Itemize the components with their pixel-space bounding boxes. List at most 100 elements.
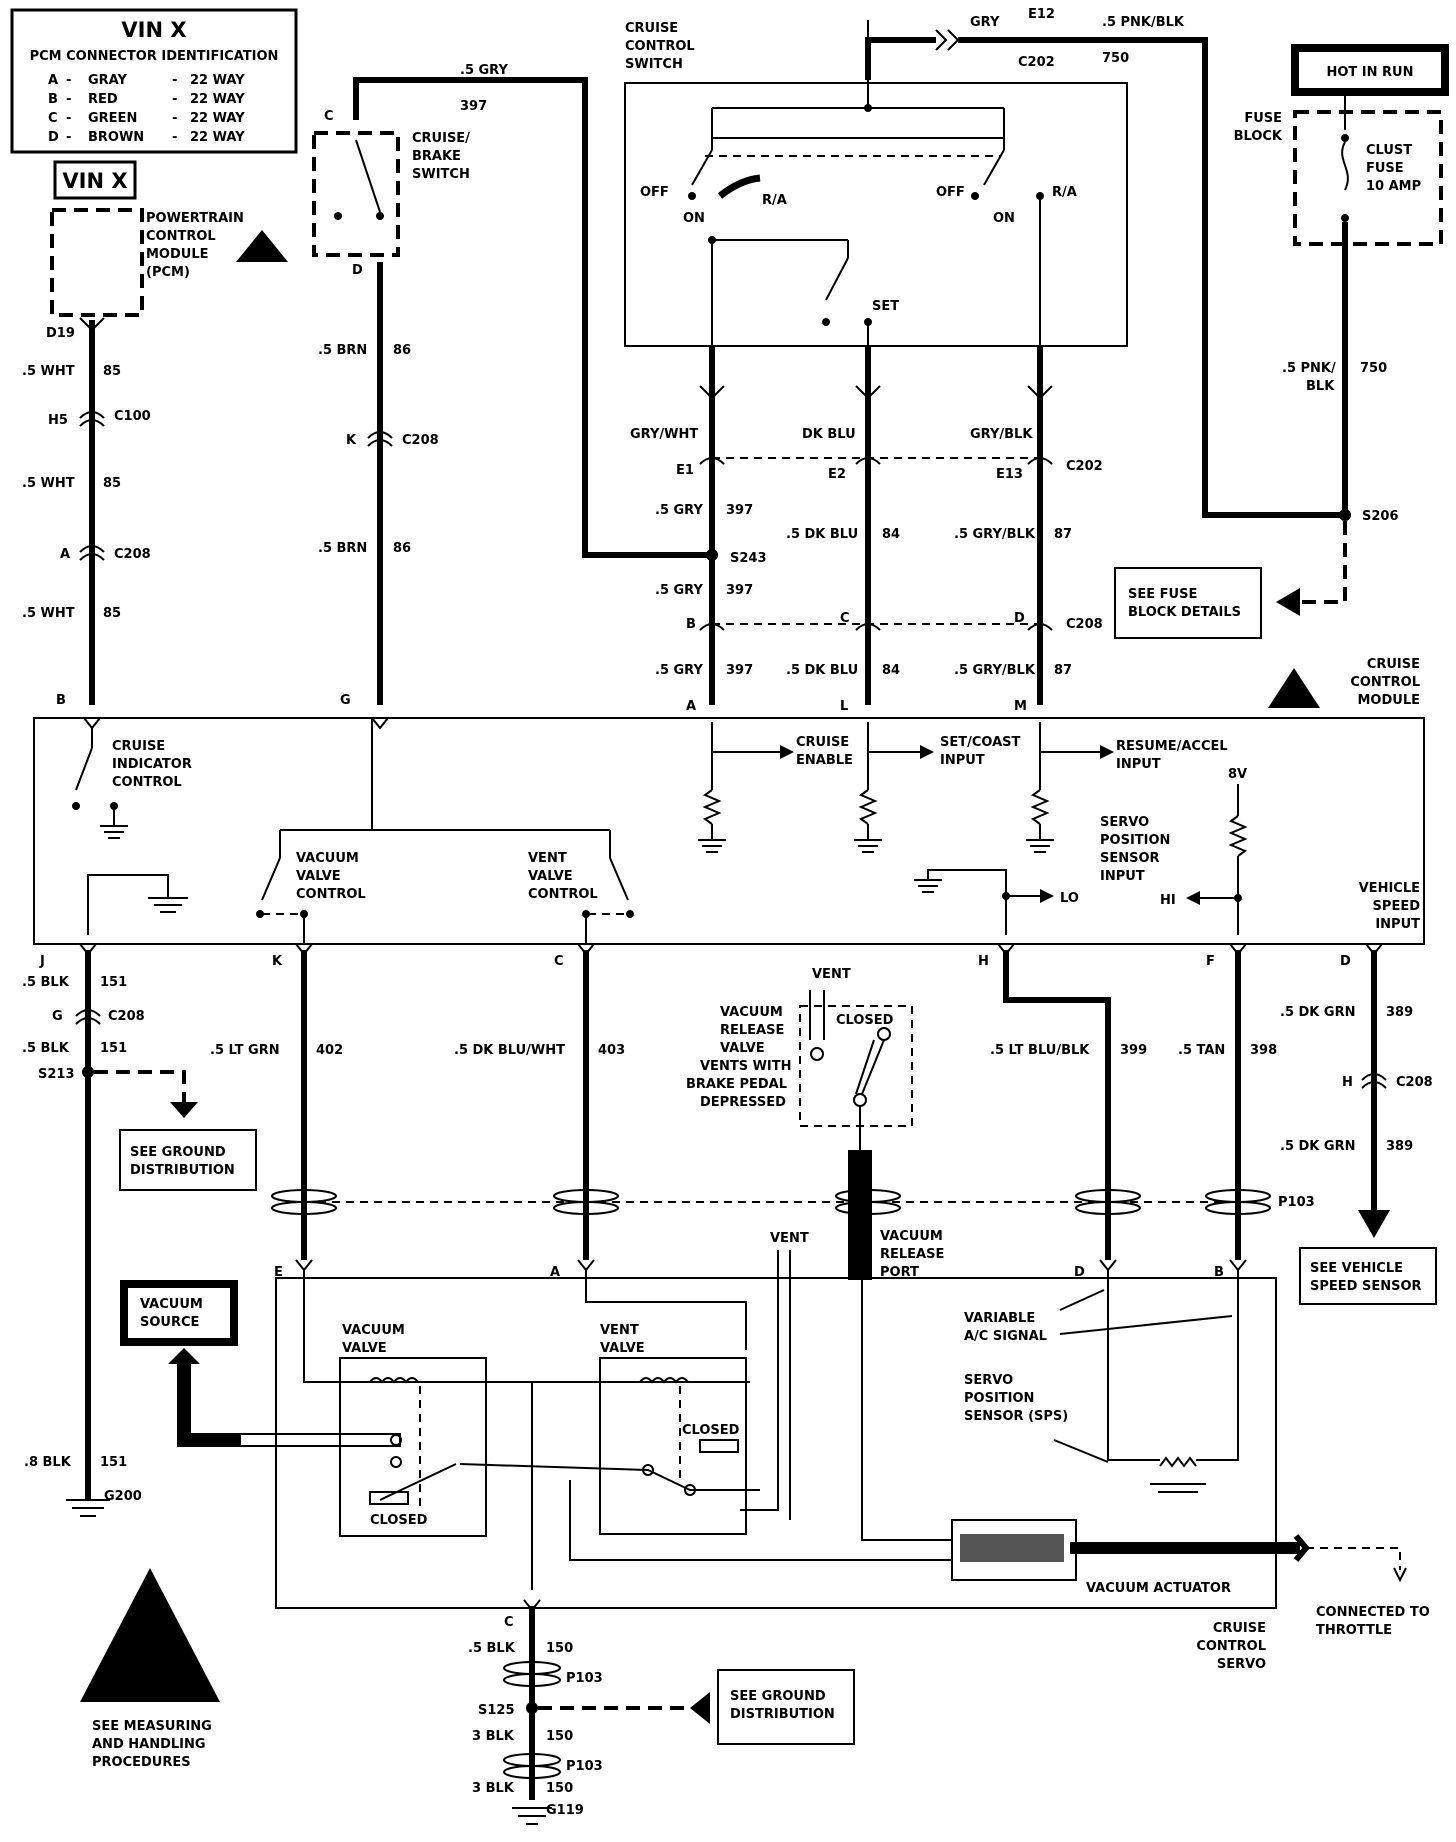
pcm-connector-id-table: VIN X PCM CONNECTOR IDENTIFICATION A - G…	[10, 8, 298, 154]
pin-label: J	[39, 954, 45, 969]
ground-icon	[148, 897, 188, 913]
splice-label: S243	[730, 551, 767, 566]
pin-label: D	[1074, 1265, 1085, 1280]
ref-label: DISTRIBUTION	[730, 1707, 835, 1722]
wire-label: .5 LT GRN	[210, 1043, 280, 1058]
valve-label: VENT	[812, 967, 851, 982]
circuit-number: 86	[393, 343, 411, 358]
wire-label: .5 LT BLU/BLK	[990, 1043, 1090, 1058]
actuator-label: VACUUM ACTUATOR	[1086, 1581, 1231, 1596]
input-resistor-m	[1026, 722, 1114, 853]
circuit-number: 397	[726, 663, 753, 678]
ref-label: THROTTLE	[1316, 1623, 1392, 1638]
connector-label: C208	[1396, 1075, 1433, 1090]
pin-label: A	[60, 547, 70, 562]
circuit-number: 85	[103, 476, 121, 491]
pcm-id-letter: D	[48, 130, 59, 145]
circuit-number: 389	[1386, 1139, 1413, 1154]
wire-label: GRY	[970, 15, 1000, 30]
esd-label: AND HANDLING	[92, 1737, 206, 1752]
valve-label: RELEASE	[880, 1247, 944, 1262]
wire-label: DK BLU	[802, 427, 856, 442]
circuit-number: 84	[882, 663, 900, 678]
ground-icon	[100, 825, 128, 839]
module-label: LO	[1060, 891, 1079, 906]
circuit-number: 84	[882, 527, 900, 542]
switch-name-line: SWITCH	[625, 57, 683, 72]
connector-label: P103	[566, 1759, 603, 1774]
splice-dot	[526, 1702, 538, 1714]
switch-position-label: SET	[872, 299, 899, 314]
ref-label: SEE FUSE	[1128, 587, 1197, 602]
connector-label: C208	[1066, 617, 1103, 632]
pin-label: H	[1342, 1075, 1353, 1090]
module-label: ENABLE	[796, 753, 853, 768]
wire-label: 3 BLK	[472, 1781, 515, 1796]
vacuum-release-valve: VENT VACUUM RELEASE VALVE CLOSED VENTS W…	[686, 967, 944, 1280]
esd-label: PROCEDURES	[92, 1755, 191, 1770]
valve-label: CLOSED	[370, 1513, 428, 1528]
ref-label: SEE GROUND	[730, 1689, 826, 1704]
svg-text:-: -	[172, 73, 177, 88]
valve-label: VALVE	[720, 1041, 765, 1056]
wire-397-top	[353, 77, 710, 558]
pcm-id-row: D - BROWN - 22 WAY	[48, 130, 245, 145]
servo-label: POSITION	[964, 1391, 1034, 1406]
esd-warning-icon	[80, 1568, 220, 1702]
pcm-id-color: RED	[88, 92, 118, 107]
pcm-name-line: POWERTRAIN	[146, 211, 244, 226]
module-label: CONTROL	[528, 887, 598, 902]
pin-label: B	[56, 693, 66, 708]
module-label: SERVO	[1100, 815, 1149, 830]
connector-symbol	[79, 411, 105, 427]
pin-label: C	[324, 109, 334, 124]
module-label: INPUT	[940, 753, 985, 768]
arrow-left-icon	[1276, 588, 1300, 616]
wire-label: .5 BRN	[318, 343, 367, 358]
valve-label: VENT	[770, 1231, 809, 1246]
module-name-line: CRUISE	[1367, 657, 1420, 672]
pin-label: K	[346, 433, 357, 448]
pcm-id-row: C - GREEN - 22 WAY	[48, 111, 245, 126]
switch-name-line: SWITCH	[412, 167, 470, 182]
esd-notice: SEE MEASURING AND HANDLING PROCEDURES	[80, 1568, 220, 1770]
connector-symbol	[699, 385, 1053, 400]
module-label: 8V	[1228, 767, 1247, 782]
switch-position-label: ON	[683, 211, 705, 226]
connector-label: P103	[566, 1671, 603, 1686]
cruise-brake-switch: CRUISE/ BRAKE SWITCH C D	[312, 109, 470, 278]
circuit-number: 750	[1360, 361, 1387, 376]
ref-label: DISTRIBUTION	[130, 1163, 235, 1178]
arrow-left-icon	[690, 1692, 710, 1724]
pcm-id-title: VIN X	[121, 18, 186, 42]
ground-icon	[512, 1807, 552, 1825]
svg-text:-: -	[66, 111, 71, 126]
svg-text:-: -	[66, 92, 71, 107]
arrow-left-icon	[1186, 891, 1200, 905]
connector-symbol	[935, 29, 960, 51]
switch-position-label: R/A	[762, 193, 787, 208]
connector-symbol	[79, 317, 105, 332]
pcm-id-color: GREEN	[88, 111, 137, 126]
connector-label: C208	[108, 1009, 145, 1024]
see-fuse-block-box	[1114, 567, 1262, 639]
wire-399	[1003, 950, 1111, 1260]
module-label: VENT	[528, 851, 567, 866]
pin-label: E13	[996, 467, 1023, 482]
servo-label: SENSOR (SPS)	[964, 1409, 1068, 1424]
arrow-up-icon	[168, 1348, 200, 1364]
valve-label: VACUUM	[880, 1229, 943, 1244]
switch-name-line: CONTROL	[625, 39, 695, 54]
wire-label: .5 DK BLU	[786, 527, 858, 542]
see-ground-box	[717, 1669, 855, 1745]
switch-name-line: CRUISE	[625, 21, 678, 36]
fuse-label: 10 AMP	[1366, 179, 1421, 194]
esd-label: SEE MEASURING	[92, 1719, 212, 1734]
pin-label: G	[52, 1009, 63, 1024]
wire-label: .5 DK BLU/WHT	[454, 1043, 565, 1058]
svg-text:-: -	[172, 111, 177, 126]
valve-label: BRAKE PEDAL	[686, 1077, 787, 1092]
vacuum-source-box	[120, 1280, 238, 1346]
circuit-number: 85	[103, 606, 121, 621]
